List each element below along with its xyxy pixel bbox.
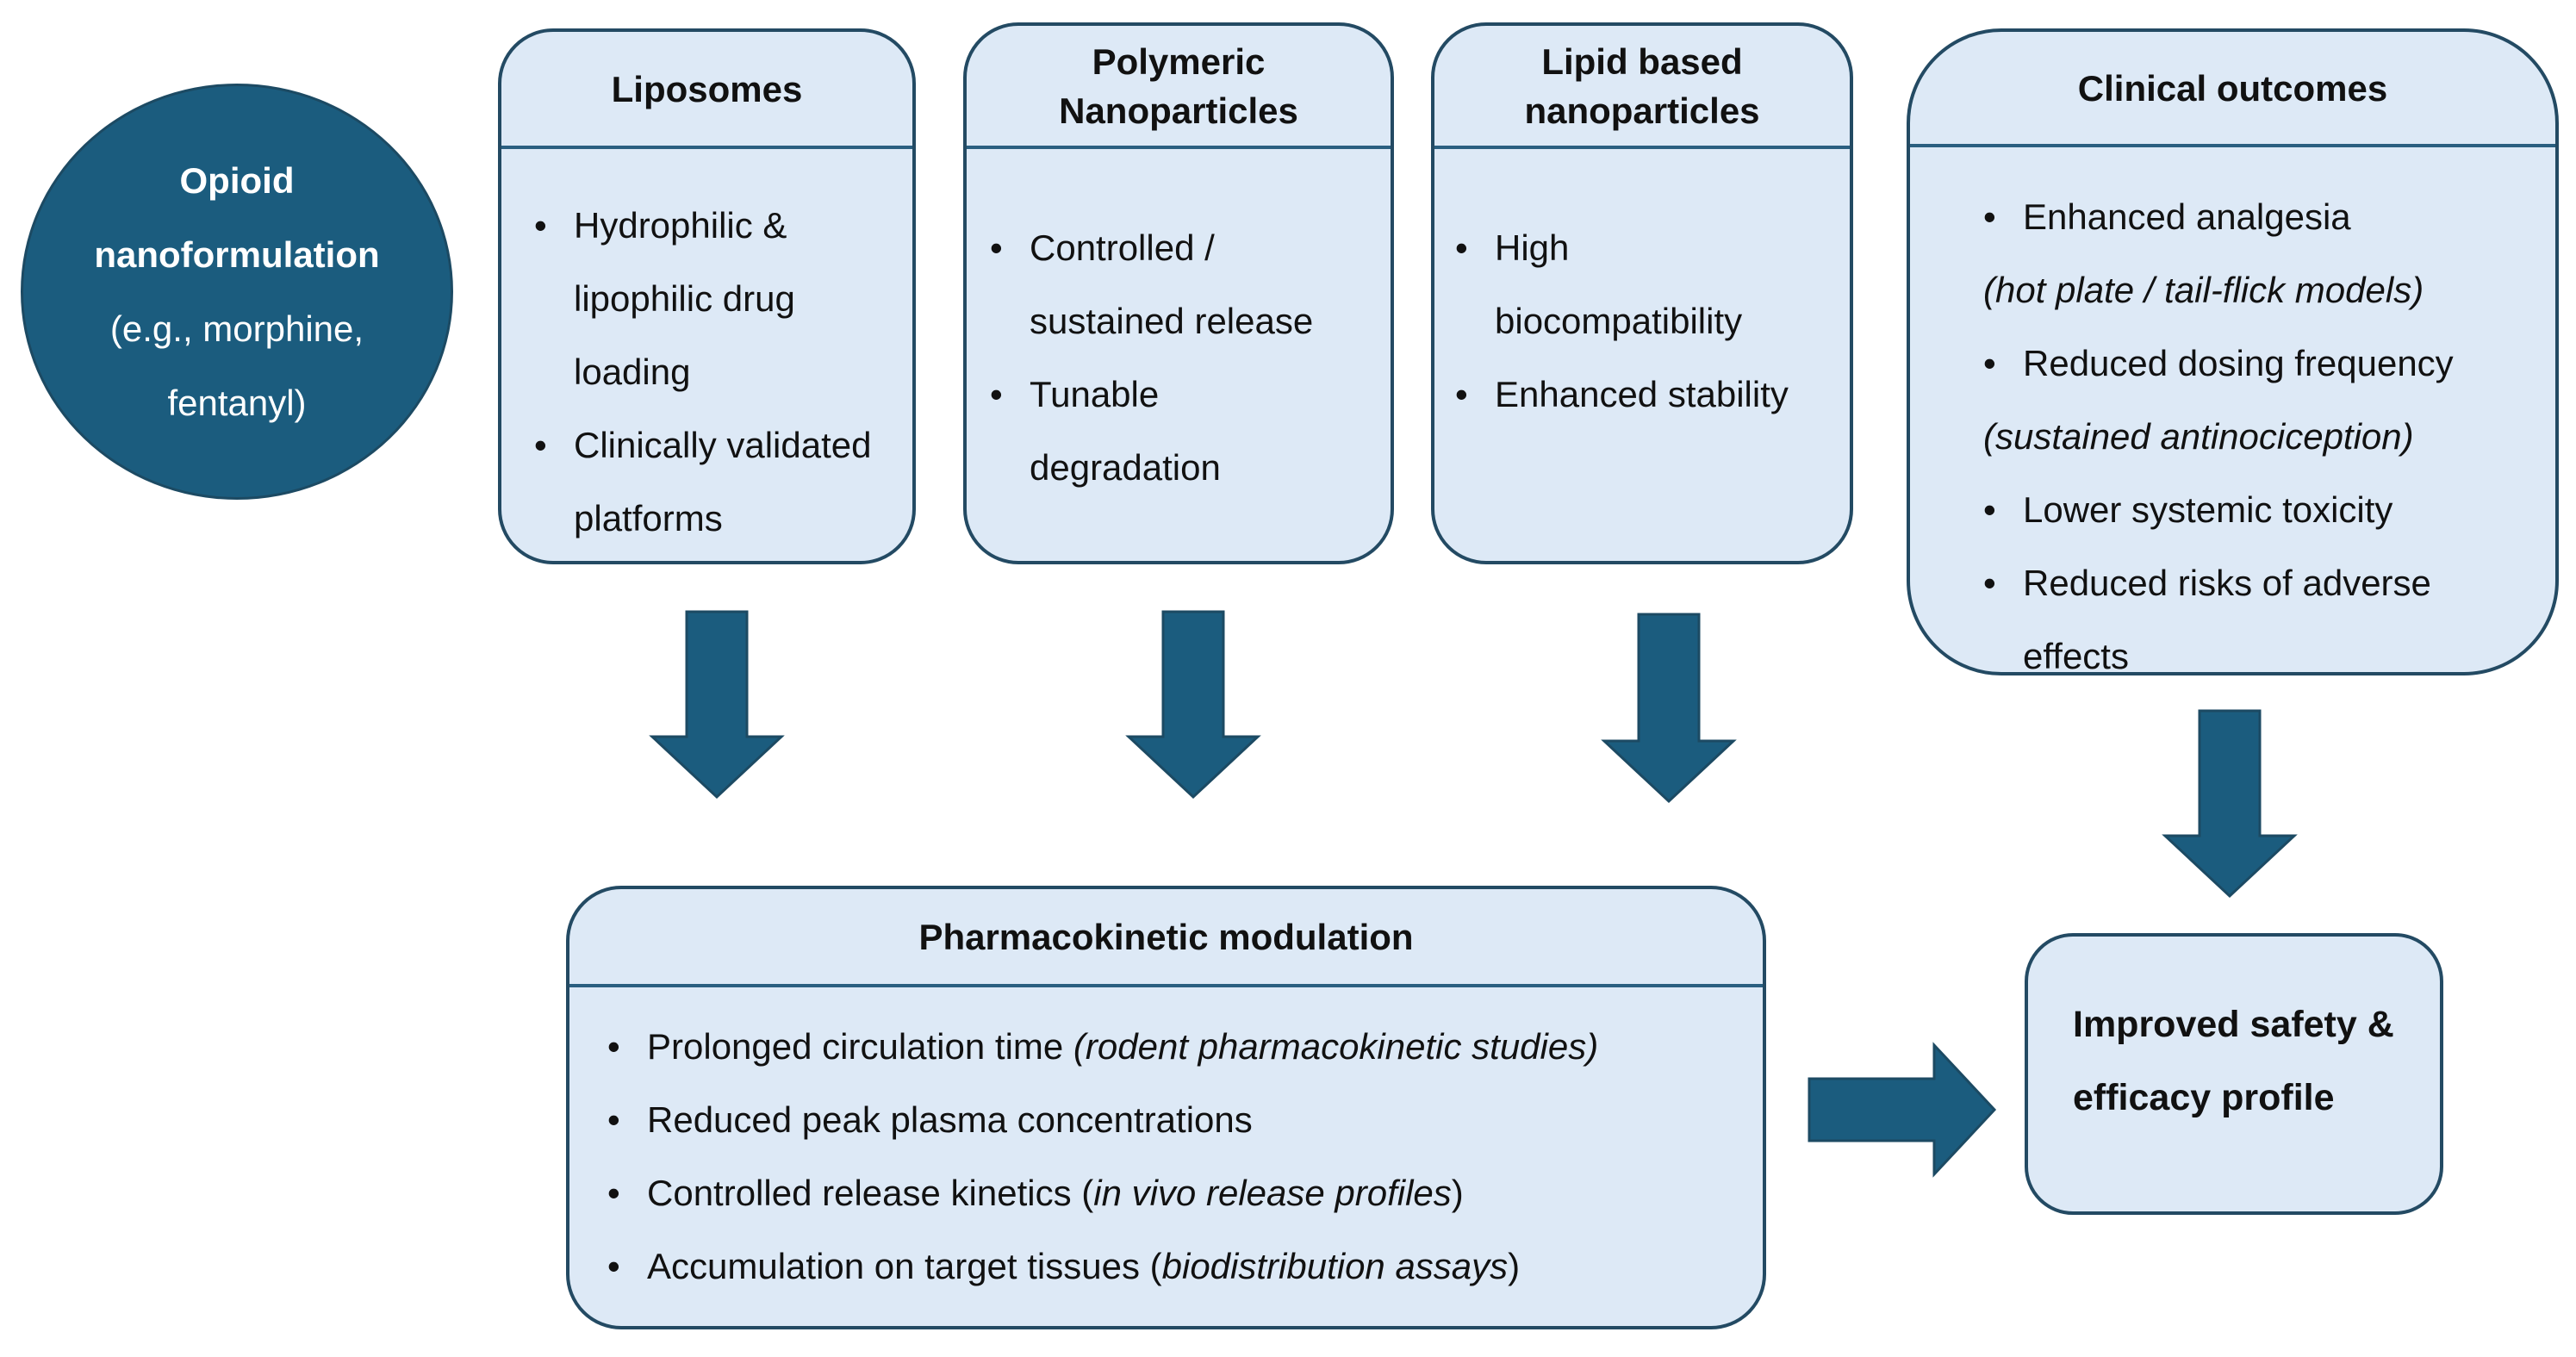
- clinical-note-1: (hot plate / tail-flick models): [1983, 270, 2424, 310]
- liposomes-item-2: Clinically validated platforms: [534, 408, 912, 555]
- arrow-down-liposomes: [649, 610, 785, 800]
- start-line-2: nanoformulation: [94, 233, 380, 275]
- arrow-right-pk: [1808, 1042, 1997, 1178]
- clinical-item-4-line-2: effects: [2023, 636, 2129, 675]
- lipid-title-line-2: nanoparticles: [1524, 90, 1760, 131]
- pk-item-4-after: ): [1508, 1246, 1521, 1286]
- lipid-title: Lipid based nanoparticles: [1434, 26, 1850, 149]
- pk-item-1: Prolonged circulation time (rodent pharm…: [607, 1010, 1763, 1083]
- clinical-item-4: Reduced risks of adverse effects: [1983, 546, 2555, 675]
- liposomes-item-1-line-3: loading: [574, 352, 691, 392]
- arrow-down-clinical: [2162, 709, 2298, 899]
- polymeric-item-1: Controlled / sustained release: [990, 211, 1391, 358]
- polymeric-item-2: Tunable degradation: [990, 358, 1391, 504]
- liposomes-item-2-line-1: Clinically validated: [574, 425, 872, 465]
- lipid-item-1-line-1: High: [1495, 227, 1570, 268]
- clinical-item-4-line-1: Reduced risks of adverse: [2023, 563, 2431, 603]
- improved-safety-box: Improved safety & efficacy profile: [2025, 933, 2443, 1215]
- pk-title: Pharmacokinetic modulation: [569, 889, 1763, 987]
- start-line-4: fentanyl): [167, 382, 307, 423]
- polymeric-item-2-line-1: Tunable: [1030, 374, 1160, 414]
- liposomes-item-1-line-1: Hydrophilic &: [574, 205, 787, 246]
- lipid-item-2-line-1: Enhanced stability: [1495, 374, 1789, 414]
- pk-item-1-text: Prolonged circulation time: [647, 1026, 1073, 1067]
- pk-item-3-italic: in vivo release profiles: [1093, 1173, 1452, 1213]
- pk-item-2: Reduced peak plasma concentrations: [607, 1083, 1763, 1156]
- polymeric-nanoparticles-box: Polymeric Nanoparticles Controlled / sus…: [963, 22, 1394, 564]
- pk-item-4-text: Accumulation on target tissues (: [647, 1246, 1162, 1286]
- polymeric-item-2-line-2: degradation: [1030, 447, 1221, 488]
- liposomes-item-1-line-2: lipophilic drug: [574, 278, 795, 319]
- start-line-1: Opioid: [179, 159, 295, 201]
- start-line-3: (e.g., morphine,: [109, 308, 364, 349]
- clinical-body: Enhanced analgesia (hot plate / tail-fli…: [1910, 180, 2555, 675]
- lipid-nanoparticles-box: Lipid based nanoparticles High biocompat…: [1431, 22, 1853, 564]
- lipid-item-1: High biocompatibility: [1455, 211, 1850, 358]
- lipid-item-2: Enhanced stability: [1455, 358, 1850, 431]
- pk-item-2-text: Reduced peak plasma concentrations: [647, 1099, 1253, 1140]
- lipid-title-line-1: Lipid based: [1541, 40, 1743, 82]
- clinical-item-1: Enhanced analgesia: [1983, 180, 2555, 253]
- lipid-item-1-line-2: biocompatibility: [1495, 301, 1743, 341]
- pk-item-4: Accumulation on target tissues (biodistr…: [607, 1229, 1763, 1303]
- pk-item-1-italic: (rodent pharmacokinetic studies): [1073, 1026, 1599, 1067]
- arrow-down-polymeric: [1125, 610, 1261, 800]
- liposomes-item-1: Hydrophilic & lipophilic drug loading: [534, 189, 912, 408]
- arrow-down-lipid: [1601, 613, 1737, 804]
- clinical-item-3: Lower systemic toxicity: [1983, 473, 2555, 546]
- liposomes-body: Hydrophilic & lipophilic drug loading Cl…: [501, 189, 912, 555]
- polymeric-title-line-1: Polymeric: [1092, 40, 1266, 82]
- lipid-body: High biocompatibility Enhanced stability: [1434, 211, 1850, 431]
- polymeric-body: Controlled / sustained release Tunable d…: [967, 211, 1391, 504]
- pk-item-4-italic: biodistribution assays: [1161, 1246, 1509, 1286]
- liposomes-title: Liposomes: [501, 32, 912, 149]
- liposomes-box: Liposomes Hydrophilic & lipophilic drug …: [498, 28, 916, 564]
- polymeric-item-1-line-1: Controlled /: [1030, 227, 1215, 268]
- improved-line-1: Improved safety &: [2073, 1004, 2394, 1045]
- clinical-item-2: Reduced dosing frequency: [1983, 327, 2555, 400]
- polymeric-title-line-2: Nanoparticles: [1059, 90, 1298, 131]
- polymeric-title: Polymeric Nanoparticles: [967, 26, 1391, 149]
- pharmacokinetic-modulation-box: Pharmacokinetic modulation Prolonged cir…: [566, 886, 1766, 1329]
- clinical-title: Clinical outcomes: [1910, 32, 2555, 147]
- improved-text: Improved safety & efficacy profile: [2073, 988, 2394, 1135]
- clinical-note-2: (sustained antinociception): [1983, 416, 2414, 457]
- pk-item-3: Controlled release kinetics (in vivo rel…: [607, 1156, 1763, 1229]
- pk-item-3-after: ): [1451, 1173, 1464, 1213]
- liposomes-item-2-line-2: platforms: [574, 498, 723, 538]
- polymeric-item-1-line-2: sustained release: [1030, 301, 1314, 341]
- pk-body: Prolonged circulation time (rodent pharm…: [569, 1010, 1763, 1303]
- improved-line-2: efficacy profile: [2073, 1077, 2335, 1118]
- opioid-nanoformulation-node: Opioid nanoformulation (e.g., morphine, …: [21, 84, 453, 500]
- clinical-outcomes-box: Clinical outcomes Enhanced analgesia (ho…: [1907, 28, 2559, 675]
- pk-item-3-text: Controlled release kinetics (: [647, 1173, 1094, 1213]
